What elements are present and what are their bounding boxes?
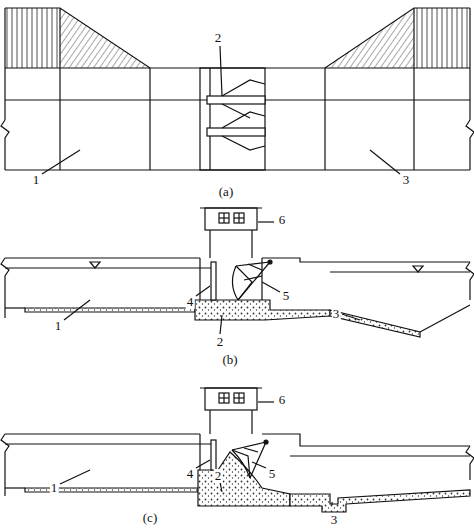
callout-number: 2 [214, 469, 223, 483]
callout-number: 6 [278, 213, 287, 227]
callout-number: 3 [332, 307, 341, 321]
callout-number: 6 [278, 393, 287, 407]
callout-number: 5 [268, 467, 277, 481]
view-caption: (b) [221, 353, 238, 367]
view-caption: (a) [218, 185, 234, 199]
callout-number: 4 [186, 467, 195, 481]
callout-number: 1 [54, 319, 63, 333]
callout-number: 5 [282, 289, 291, 303]
callout-number: 2 [216, 335, 225, 349]
callout-number: 1 [50, 481, 59, 495]
callout-number: 3 [330, 513, 339, 527]
callout-number: 1 [32, 173, 41, 187]
callout-number: 2 [214, 31, 223, 45]
view-caption: (c) [142, 511, 158, 525]
callout-number: 4 [186, 295, 195, 309]
callout-number: 3 [402, 173, 411, 187]
